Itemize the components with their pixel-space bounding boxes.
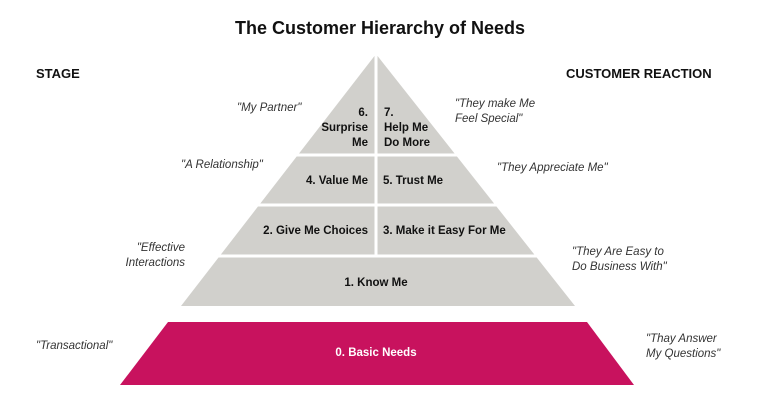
level-3-label: 3. Make it Easy For Me xyxy=(383,225,506,237)
level-2-label: 2. Give Me Choices xyxy=(263,225,368,237)
level-7-label: 7. Help Me Do More xyxy=(384,107,430,149)
level-4-label: 4. Value Me xyxy=(305,175,368,187)
level-1-label: 1. Know Me xyxy=(344,277,408,289)
level-6-label: 6. Surprise Me xyxy=(321,107,368,149)
reaction-appreciate: "They Appreciate Me" xyxy=(497,162,608,174)
stage-header: STAGE xyxy=(36,66,80,81)
reaction-special: "They make Me Feel Special" xyxy=(455,98,536,125)
reaction-easy: "They Are Easy to Do Business With" xyxy=(572,246,667,273)
stage-transactional: "Transactional" xyxy=(36,340,113,352)
level-0-label: 0. Basic Needs xyxy=(335,347,417,359)
reaction-answer: "Thay Answer My Questions" xyxy=(646,333,721,360)
level-5-label: 5. Trust Me xyxy=(383,175,444,187)
pyramid-body xyxy=(181,54,575,306)
stage-effective: "Effective Interactions xyxy=(125,242,185,269)
stage-partner: "My Partner" xyxy=(237,102,302,114)
stage-relationship: "A Relationship" xyxy=(181,159,263,171)
page-title: The Customer Hierarchy of Needs xyxy=(234,18,526,38)
customer-reaction-header: CUSTOMER REACTION xyxy=(566,66,712,81)
basic-needs-base xyxy=(120,322,634,385)
